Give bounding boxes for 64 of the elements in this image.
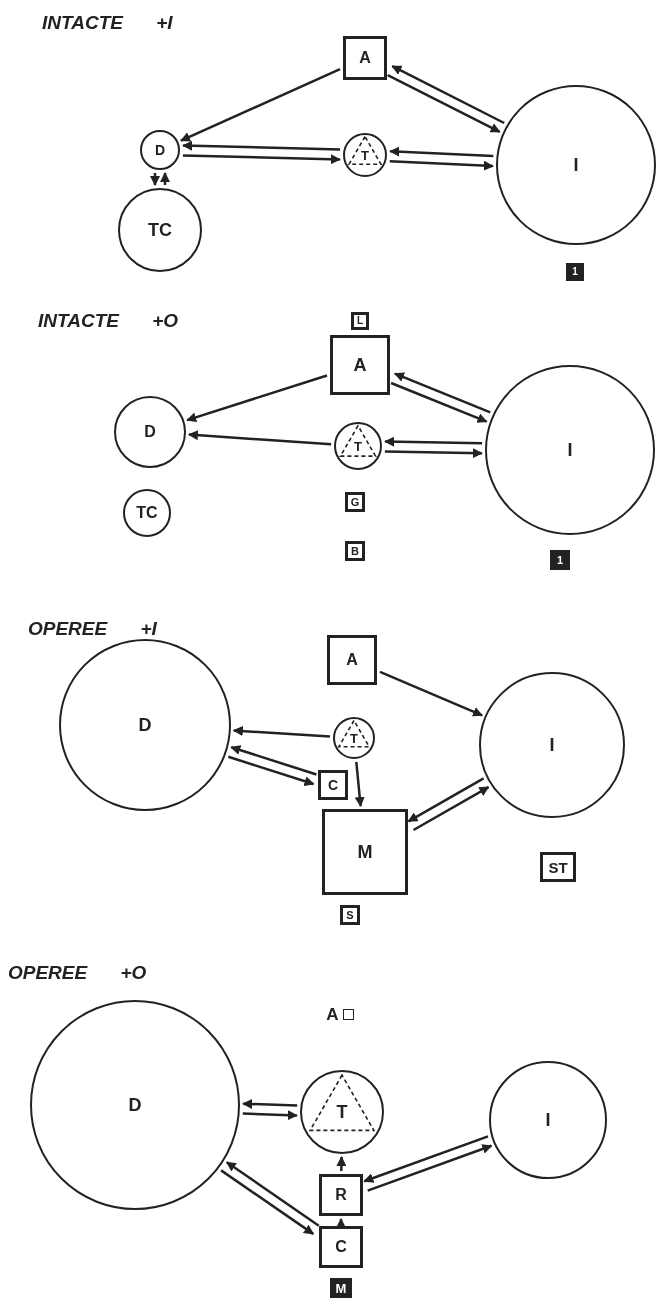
circle-node: TC: [118, 188, 202, 272]
panel-title: INTACTE +I: [42, 12, 173, 34]
circle-node: I: [489, 1061, 607, 1179]
arrow: [412, 786, 490, 832]
arrow: [182, 154, 341, 165]
box-node: A: [343, 36, 387, 80]
circle-node: D: [30, 1000, 240, 1210]
box-node: ST: [540, 852, 576, 882]
arrow: [180, 68, 341, 142]
circle-node: T: [334, 422, 382, 470]
circle-node: I: [485, 365, 655, 535]
arrow: [387, 74, 501, 133]
arrow: [389, 146, 494, 158]
circle-node: I: [496, 85, 656, 245]
arrow: [367, 1144, 493, 1192]
arrow: [230, 745, 317, 776]
box-node: B: [345, 541, 365, 561]
letter-node: A: [323, 1004, 357, 1024]
arrow: [389, 159, 494, 171]
circle-node: I: [479, 672, 625, 818]
arrow: [336, 1156, 347, 1171]
box-node: M: [322, 809, 408, 895]
circle-node: TC: [123, 489, 171, 537]
arrow: [354, 761, 365, 807]
arrow: [242, 1099, 298, 1109]
box-node: C: [319, 1226, 363, 1268]
box-node: L: [351, 312, 369, 330]
arrow: [384, 448, 483, 459]
arrow: [384, 436, 483, 447]
arrow: [187, 430, 332, 446]
arrow: [160, 172, 170, 185]
panel-title: INTACTE +O: [38, 310, 179, 332]
arrow: [220, 1169, 314, 1235]
panel-title: OPEREE +O: [8, 962, 147, 984]
arrow: [363, 1135, 489, 1183]
arrow: [182, 140, 341, 151]
circle-node: D: [140, 130, 180, 170]
arrow: [186, 374, 328, 423]
arrow: [379, 670, 483, 717]
box-node: A: [330, 335, 390, 395]
box-node: G: [345, 492, 365, 512]
box-node: C: [318, 770, 348, 800]
circle-node: D: [114, 396, 186, 468]
arrow: [150, 173, 160, 186]
circle-node: T: [333, 717, 375, 759]
box-node: S: [340, 905, 360, 925]
arrow: [242, 1110, 298, 1121]
arrow: [336, 1218, 346, 1228]
arrow: [226, 1161, 320, 1227]
filled-box-node: 1: [550, 550, 570, 570]
arrow: [232, 726, 331, 738]
box-node: A: [327, 635, 377, 685]
filled-box-node: 1: [566, 263, 584, 281]
arrow: [390, 381, 488, 423]
arrow: [227, 755, 315, 787]
box-node: R: [319, 1174, 363, 1216]
arrow: [407, 777, 485, 823]
arrow: [393, 372, 491, 414]
circle-node: D: [59, 639, 231, 811]
filled-box-node: M: [330, 1278, 352, 1298]
circle-node: T: [343, 133, 387, 177]
arrow: [391, 65, 505, 125]
panel-title: OPEREE +I: [28, 618, 157, 640]
circle-node: T: [300, 1070, 384, 1154]
